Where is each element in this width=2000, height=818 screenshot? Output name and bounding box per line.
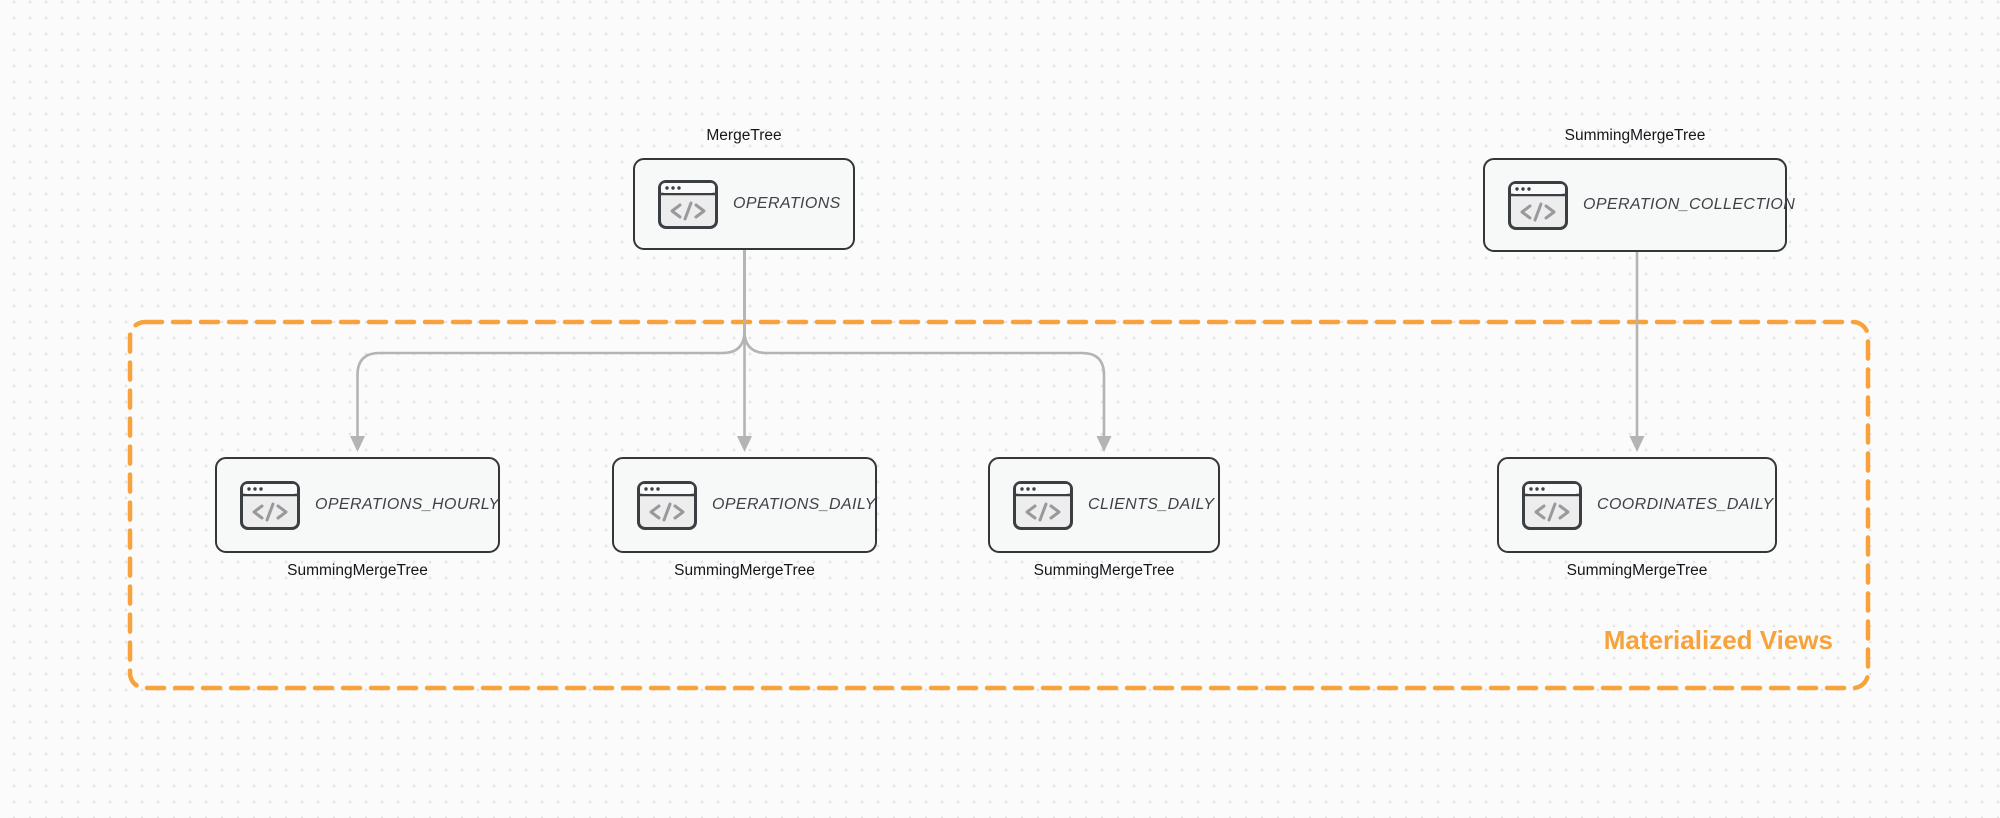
- code-window-icon: [1522, 480, 1582, 530]
- table-node-operation-collection[interactable]: OPERATION_COLLECTION: [1483, 158, 1795, 252]
- engine-label: SummingMergeTree: [1566, 562, 1708, 579]
- node-operations-daily: OPERATIONS_DAILY SummingMergeTree: [612, 457, 877, 579]
- node-operations: MergeTree OPERATIONS: [633, 127, 855, 250]
- arrowhead-coordinates-daily: [1629, 436, 1645, 452]
- engine-label: MergeTree: [706, 127, 782, 144]
- table-name: OPERATIONS_DAILY: [712, 496, 876, 513]
- table-name: COORDINATES_DAILY: [1597, 496, 1774, 513]
- node-operations-hourly: OPERATIONS_HOURLY SummingMergeTree: [215, 457, 500, 579]
- arrowhead-clients-daily: [1096, 436, 1112, 452]
- table-name: OPERATIONS_HOURLY: [315, 496, 500, 513]
- engine-label: SummingMergeTree: [674, 562, 815, 579]
- table-node-operations-daily[interactable]: OPERATIONS_DAILY: [612, 457, 877, 553]
- edge-operations-to-clients-daily: [743, 250, 1106, 437]
- table-node-clients-daily[interactable]: CLIENTS_DAILY: [988, 457, 1220, 553]
- engine-label: SummingMergeTree: [1033, 562, 1175, 579]
- node-coordinates-daily: COORDINATES_DAILY SummingMergeTree: [1497, 457, 1777, 579]
- node-operation-collection: SummingMergeTree OPERATION_COLLECTION: [1483, 127, 1795, 252]
- engine-label: SummingMergeTree: [1564, 127, 1706, 144]
- table-name: OPERATIONS: [733, 195, 841, 212]
- table-node-operations-hourly[interactable]: OPERATIONS_HOURLY: [215, 457, 500, 553]
- edge-operations-to-operations-hourly: [356, 250, 746, 437]
- code-window-icon: [1508, 180, 1568, 230]
- materialized-views-region-border: [127, 319, 1871, 691]
- table-name: CLIENTS_DAILY: [1088, 496, 1215, 513]
- node-clients-daily: CLIENTS_DAILY SummingMergeTree: [988, 457, 1220, 579]
- table-name: OPERATION_COLLECTION: [1583, 196, 1796, 213]
- arrowhead-operations-hourly: [350, 436, 365, 452]
- arrowhead-operations-daily: [737, 436, 752, 452]
- engine-label: SummingMergeTree: [287, 562, 428, 579]
- materialized-views-label: Materialized Views: [1603, 625, 1833, 655]
- code-window-icon: [637, 480, 697, 530]
- code-window-icon: [1013, 480, 1073, 530]
- code-window-icon: [658, 179, 718, 229]
- table-node-operations[interactable]: OPERATIONS: [633, 158, 855, 250]
- table-node-coordinates-daily[interactable]: COORDINATES_DAILY: [1497, 457, 1777, 553]
- code-window-icon: [240, 480, 300, 530]
